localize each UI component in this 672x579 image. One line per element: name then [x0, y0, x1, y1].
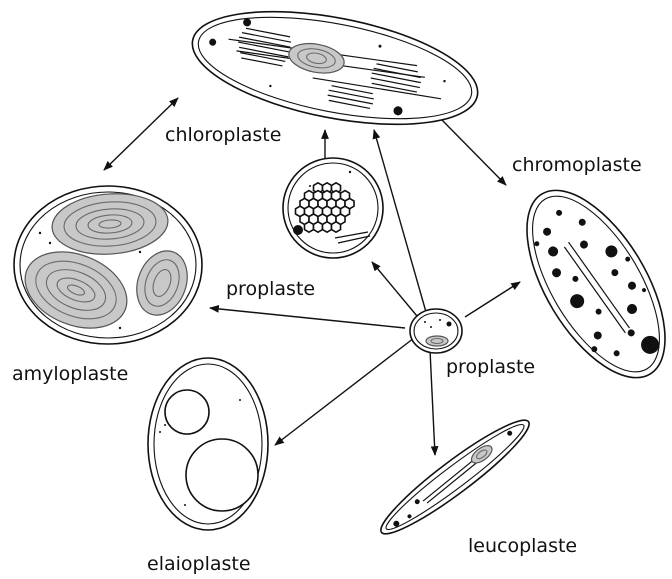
label-chromoplast: chromoplaste — [512, 154, 642, 176]
prolamellar-hex — [332, 222, 341, 232]
arrow-center-to-leucoplast — [430, 350, 435, 455]
arrow-center-to-small-proplast — [372, 262, 417, 316]
oil-droplet-large — [186, 439, 258, 511]
proplast-center — [410, 309, 462, 353]
label-amyloplast: amyloplaste — [12, 363, 128, 385]
amyloplast — [14, 186, 202, 344]
elaioplast — [148, 358, 268, 530]
oil-droplet-small — [165, 390, 209, 434]
prolamellar-hex — [305, 222, 314, 232]
arrow-center-to-amyloplast — [210, 308, 405, 328]
label-leucoplast: leucoplaste — [468, 535, 577, 557]
label-elaioplast: elaioplaste — [147, 553, 251, 575]
prolamellar-hex — [323, 222, 332, 232]
leucoplast — [372, 409, 538, 545]
proplast-small — [283, 158, 383, 258]
label-proplast-small: proplaste — [226, 278, 315, 300]
arrow-center-to-chromoplast — [465, 282, 520, 317]
arrow-chloroplast-chromoplast — [440, 118, 506, 185]
label-proplast-center: proplaste — [446, 356, 535, 378]
prolamellar-hex — [314, 222, 323, 232]
arrow-center-to-elaioplast — [275, 338, 414, 445]
label-chloroplast: chloroplaste — [165, 124, 281, 146]
